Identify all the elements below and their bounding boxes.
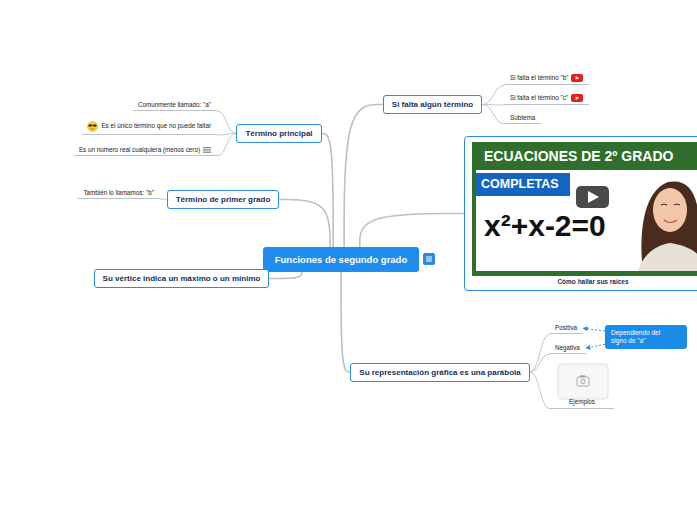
branch-connector [279,200,330,248]
branch-connector [482,85,505,105]
topic-text: Dependiendo del signo de "a" [611,329,669,345]
subtopic: Subtema [505,113,541,125]
branch-connector [322,134,334,248]
branch-connector [269,272,301,279]
topic-icon [87,121,98,132]
image-topic: Ejemplos [550,362,614,409]
branch-connector [217,134,236,157]
topic-text: Si falta el término "b" [510,74,568,81]
topic-text: Cómo hallar sus raíces [465,278,697,286]
branch-connector [530,372,550,409]
main-topic: Si falta algún término [383,95,482,114]
topic-text: Ejemplos [569,398,595,405]
topic-text: Es un número real cualquiera (menos cero… [79,146,200,153]
subtopic: También lo llamamos: "b" [78,188,160,200]
topic-text: También lo llamamos: "b" [83,189,154,196]
branch-connector [217,111,236,134]
thumbnail-title: ECUACIONES DE 2º GRADO [484,149,673,163]
branch-connector [160,199,167,201]
thumbnail-subtitle: COMPLETAS [481,178,559,191]
main-topic: Su representación gráfica es una parábol… [350,363,529,382]
branch-connector [482,105,505,125]
topic-text: Negativa [555,344,580,351]
topic-text: Funciones de segundo grado [275,254,407,265]
main-topic: Término de primer grado [167,190,280,209]
topic-text: Subtema [510,114,535,121]
subtopic: Si falta el término "b" [505,73,589,85]
topic-icon [203,147,211,153]
topic-text: Término principal [245,129,312,138]
branch-connector [530,334,550,372]
subtopic: Es un número real cualquiera (menos cero… [74,145,217,157]
subtopic: Negativa [550,343,586,355]
topic-icon [423,253,435,265]
main-topic: Su vértice indica un máximo o un mínimo [94,269,270,288]
equation-text: x²+x-2=0 [484,211,606,241]
subtopic: Es el único término que no puede faltar [82,120,217,135]
callout-arrow [583,328,605,331]
branch-connector [530,354,550,372]
topic-text: Si falta el término "c" [510,94,568,101]
topic-text: Positiva [555,324,577,331]
topic-icon [571,94,583,102]
subtopic: Positiva [550,323,583,335]
topic-icon [571,74,583,82]
video-thumbnail [472,142,697,276]
subtopic: Si falta el término "c" [505,93,589,105]
branch-connector [341,272,350,372]
topic-text: Comunmente llamado: "a" [138,101,211,108]
callout-arrow [586,344,605,348]
branch-connector [360,214,464,248]
topic-text: Su vértice indica un máximo o un mínimo [103,274,261,283]
branch-connector [344,105,383,248]
main-topic: Término principal [236,124,321,143]
callout-note: Dependiendo del signo de "a" [605,325,687,349]
image-placeholder [558,364,608,399]
topic-text: Si falta algún término [392,100,473,109]
central-topic: Funciones de segundo grado [263,247,419,272]
topic-text: Término de primer grado [176,195,271,204]
subtopic: Comunmente llamado: "a" [133,100,217,112]
topic-text: Su representación gráfica es una parábol… [359,368,520,377]
topic-text: Es el único término que no puede faltar [101,122,211,129]
